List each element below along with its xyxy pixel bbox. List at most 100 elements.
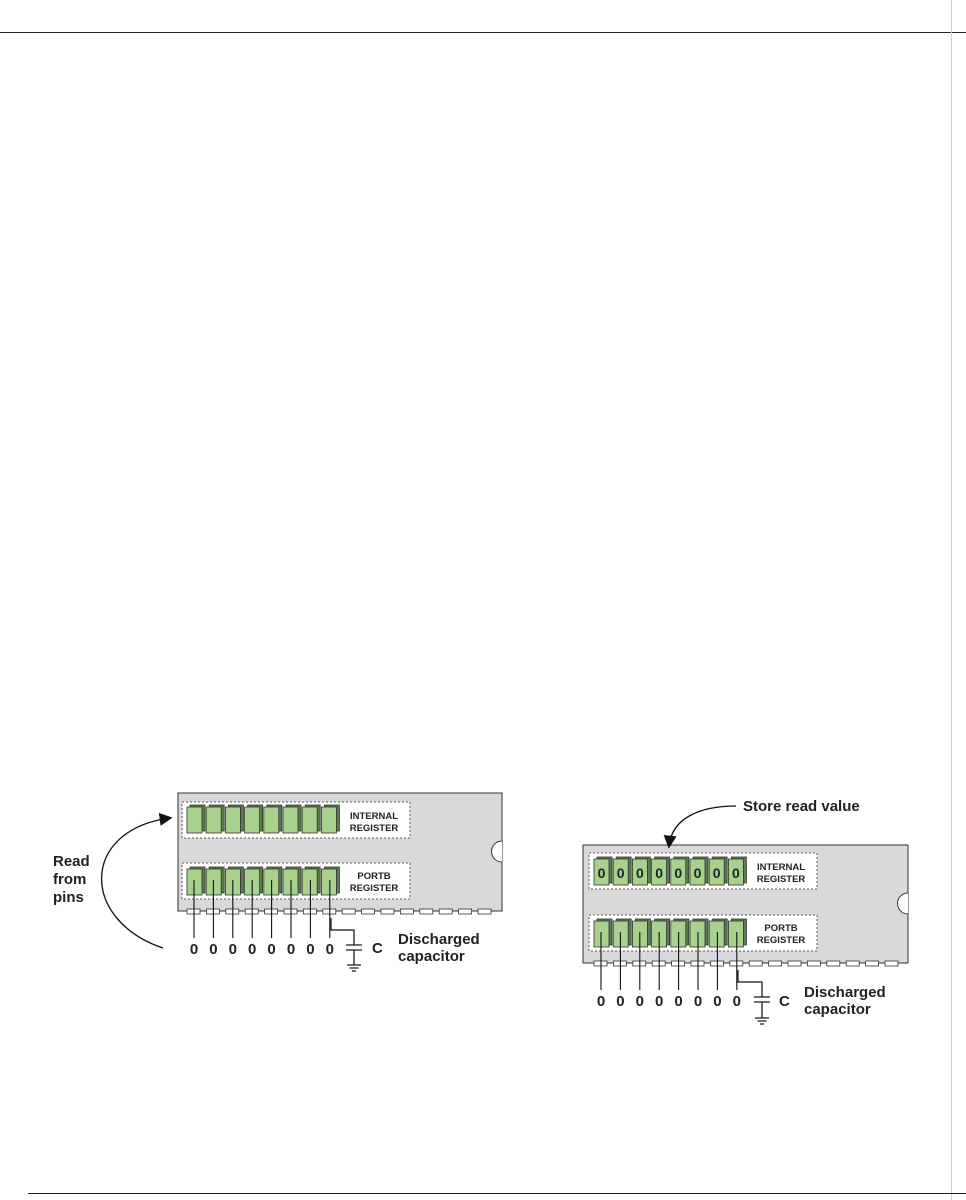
register-cell [320, 866, 340, 896]
register-cell [301, 804, 321, 834]
pin-value: 0 [674, 993, 682, 1010]
chip-pin [399, 908, 414, 915]
register-bit-value: 0 [598, 865, 606, 881]
chip-notch [897, 892, 909, 915]
register-cell: 0 [708, 856, 728, 886]
portb-register-label-2: REGISTER [350, 883, 399, 894]
store-label: Store read value [743, 798, 860, 815]
caption-line1: Discharged [398, 931, 480, 948]
portb-register-label: PORTB [357, 871, 390, 882]
register-bit-value: 0 [655, 865, 663, 881]
register-cell [301, 866, 321, 896]
pin-value: 0 [209, 941, 217, 958]
internal-register-label: INTERNAL [350, 811, 398, 822]
pin-value: 0 [229, 941, 237, 958]
pin-value: 0 [713, 993, 721, 1010]
capacitor-symbol [737, 970, 770, 1025]
internal-register-label: INTERNAL [757, 862, 805, 873]
register-cell [612, 918, 632, 948]
register-cell [320, 804, 340, 834]
register-cell [282, 804, 302, 834]
register-cell [263, 804, 283, 834]
pin-wires [600, 932, 738, 990]
caption-line1: Discharged [804, 984, 886, 1001]
portb-register-label-2: REGISTER [757, 935, 806, 946]
pin-value: 0 [287, 941, 295, 958]
register-cell [186, 866, 206, 896]
register-cell: 0 [593, 856, 613, 886]
chip-pin [884, 960, 899, 967]
pin-value: 0 [636, 993, 644, 1010]
chip-pin [845, 960, 860, 967]
register-cell [186, 804, 206, 834]
register-cell: 0 [632, 856, 651, 886]
register-cell [224, 804, 244, 834]
bottom-rule [28, 1193, 966, 1194]
pin-value: 0 [733, 993, 741, 1010]
internal-register-label-2: REGISTER [757, 874, 806, 885]
register-bit-value: 0 [617, 865, 625, 881]
capacitor-symbol [330, 918, 362, 972]
right-margin-line [951, 0, 952, 1200]
register-cell [205, 866, 225, 896]
chip-pin [865, 960, 879, 967]
pin-value: 0 [616, 993, 624, 1010]
capacitor-label: C [372, 940, 383, 957]
register-bit-value: 0 [636, 865, 644, 881]
register-cell [632, 918, 651, 948]
chip-pin [748, 960, 763, 967]
pin-value: 0 [597, 993, 605, 1010]
register-cell: 0 [728, 856, 747, 886]
chip-pin [477, 908, 492, 915]
read-label-line3: pins [53, 889, 84, 906]
register-cell [205, 804, 225, 834]
register-cell: 0 [612, 856, 632, 886]
register-cell [670, 918, 690, 948]
caption-line2: capacitor [804, 1001, 871, 1018]
register-cell [708, 918, 728, 948]
register-bit-value: 0 [713, 865, 721, 881]
register-bit-value: 0 [674, 865, 682, 881]
top-rule [0, 32, 966, 33]
register-cell [263, 866, 283, 896]
internal-register-label-2: REGISTER [350, 823, 399, 834]
read-label-line2: from [53, 871, 86, 888]
pin-wires [193, 880, 331, 938]
pin-value: 0 [326, 941, 334, 958]
read-label-line1: Read [53, 853, 90, 870]
register-cell [244, 804, 264, 834]
register-cell [244, 866, 264, 896]
register-cell [651, 918, 670, 948]
register-cell: 0 [670, 856, 690, 886]
register-cell [689, 918, 709, 948]
chip-pin [438, 908, 453, 915]
chip-pin [826, 960, 841, 967]
capacitor-label: C [779, 993, 790, 1010]
portb-register-label: PORTB [764, 923, 797, 934]
pin-value: 0 [190, 941, 198, 958]
register-cell [224, 866, 244, 896]
register-bit-value: 0 [694, 865, 702, 881]
pin-value: 0 [694, 993, 702, 1010]
pin-value: 0 [248, 941, 256, 958]
pin-value: 0 [306, 941, 314, 958]
chip-pin [807, 960, 821, 967]
caption-line2: capacitor [398, 948, 465, 965]
chip-pin [341, 908, 356, 915]
internal-register-cells [186, 804, 340, 834]
chip-pin [380, 908, 395, 915]
chip-pin [458, 908, 473, 915]
chip-pin [361, 908, 376, 915]
read-arrow [101, 812, 173, 949]
register-cell [282, 866, 302, 896]
register-cell: 0 [651, 856, 670, 886]
chip-edge-mask [908, 843, 918, 965]
register-bit-value: 0 [732, 865, 740, 881]
chip-pin [787, 960, 802, 967]
register-cell [728, 918, 747, 948]
